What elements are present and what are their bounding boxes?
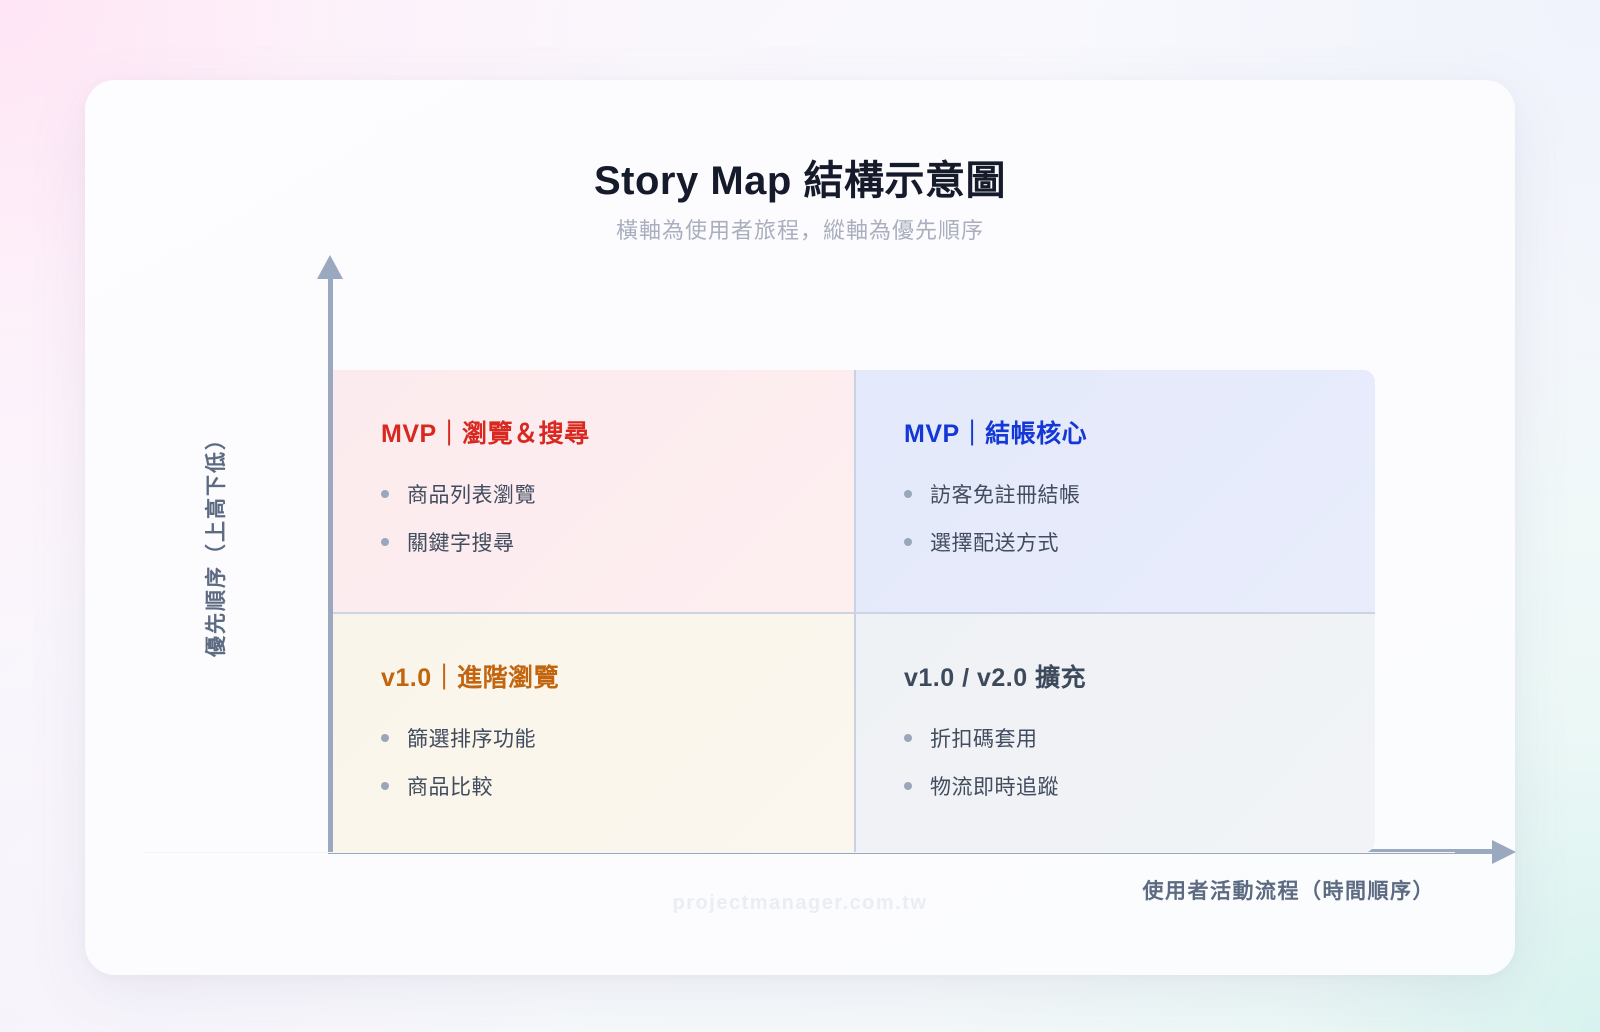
page-subtitle: 橫軸為使用者旅程，縱軸為優先順序 — [615, 218, 984, 243]
arrow-up-icon — [317, 255, 343, 279]
list-item: 商品列表瀏覽 — [381, 479, 854, 509]
list-item: 選擇配送方式 — [904, 527, 1375, 557]
quadrant-item-list: 折扣碼套用 物流即時追蹤 — [904, 723, 1375, 801]
y-axis-line — [328, 277, 333, 853]
quadrant-v1-advanced-browse[interactable]: v1.0｜進階瀏覽 篩選排序功能 商品比較 — [333, 611, 854, 853]
quadrant-grid: MVP｜瀏覽＆搜尋 商品列表瀏覽 關鍵字搜尋 MVP｜結帳核心 訪客免註冊結帳 … — [333, 370, 1375, 853]
quadrant-v1-v2-expansion[interactable]: v1.0 / v2.0 擴充 折扣碼套用 物流即時追蹤 — [854, 611, 1375, 853]
quadrant-item-list: 訪客免註冊結帳 選擇配送方式 — [904, 479, 1375, 557]
list-item: 物流即時追蹤 — [904, 771, 1375, 801]
footer-site-label: projectmanager.com.tw — [672, 892, 928, 914]
quadrant-title: MVP｜結帳核心 — [904, 420, 1088, 448]
list-item: 商品比較 — [381, 771, 854, 801]
arrow-right-icon — [1492, 840, 1516, 864]
story-map-chart: 優先順序（上高下低） 使用者活動流程（時間順序） MVP｜瀏覽＆搜尋 商品列表瀏… — [180, 255, 1516, 903]
x-axis-label: 使用者活動流程（時間順序） — [1142, 880, 1435, 903]
quadrant-title: v1.0 / v2.0 擴充 — [904, 663, 1087, 692]
quadrant-mvp-checkout-core[interactable]: MVP｜結帳核心 訪客免註冊結帳 選擇配送方式 — [854, 370, 1375, 612]
quadrant-title: MVP｜瀏覽＆搜尋 — [381, 420, 590, 448]
list-item: 關鍵字搜尋 — [381, 527, 854, 557]
list-item: 篩選排序功能 — [381, 723, 854, 753]
quadrant-mvp-browse-search[interactable]: MVP｜瀏覽＆搜尋 商品列表瀏覽 關鍵字搜尋 — [333, 370, 854, 612]
list-item: 訪客免註冊結帳 — [904, 479, 1375, 509]
quadrant-title: v1.0｜進階瀏覽 — [381, 663, 560, 692]
diagram-card: Story Map 結構示意圖 橫軸為使用者旅程，縱軸為優先順序 優先順序（上高… — [85, 80, 1516, 975]
page-title: Story Map 結構示意圖 — [594, 159, 1006, 203]
y-axis-label: 優先順序（上高下低） — [205, 427, 228, 657]
footer-divider — [145, 852, 1455, 853]
list-item: 折扣碼套用 — [904, 723, 1375, 753]
quadrant-item-list: 商品列表瀏覽 關鍵字搜尋 — [381, 479, 854, 557]
quadrant-item-list: 篩選排序功能 商品比較 — [381, 723, 854, 801]
